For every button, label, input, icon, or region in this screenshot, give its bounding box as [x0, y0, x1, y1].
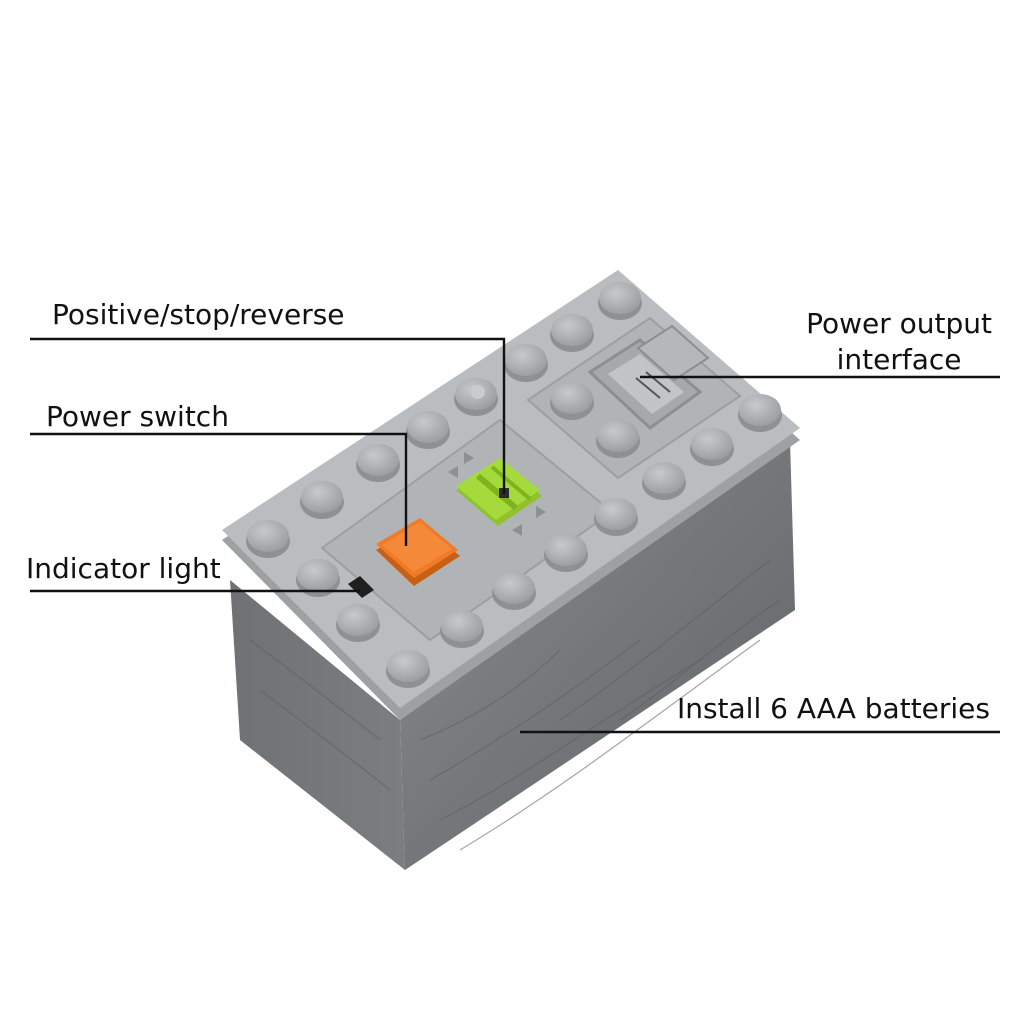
- battery-box-left-face: [230, 580, 405, 870]
- leader-power-switch: [30, 432, 408, 546]
- stud: [440, 610, 484, 648]
- stud: [550, 314, 594, 352]
- stud: [492, 572, 536, 610]
- stud: [336, 604, 380, 642]
- stud: [690, 428, 734, 466]
- install-batteries-label: Install 6 AAA batteries: [676, 692, 990, 725]
- indicator-light: [348, 576, 374, 598]
- battery-box-body: [230, 440, 795, 870]
- stud: [598, 282, 642, 320]
- power-switch-button: [376, 518, 460, 586]
- stud: [596, 420, 640, 458]
- stud: [504, 344, 548, 382]
- stud: [386, 650, 430, 688]
- stud: [738, 394, 782, 432]
- leader-lines: [30, 337, 1000, 734]
- stud: [300, 481, 344, 519]
- positive-stop-reverse-label: Positive/stop/reverse: [52, 298, 345, 331]
- power-output-label-line2: interface: [836, 343, 962, 376]
- stud: [246, 520, 290, 558]
- power-output-connector: [587, 324, 710, 430]
- power-switch-label: Power switch: [46, 400, 229, 433]
- stud: [356, 444, 400, 482]
- stud: [296, 559, 340, 597]
- stud: [594, 498, 638, 536]
- stud: [544, 534, 588, 572]
- leader-positive-stop-reverse: [30, 337, 506, 494]
- stud: [550, 382, 594, 420]
- stud: [406, 411, 450, 449]
- studs: [246, 282, 782, 688]
- small-round-tile: [471, 385, 485, 399]
- stud: [642, 462, 686, 500]
- battery-box-texture: [249, 559, 781, 851]
- double-arrow-icon: [448, 452, 546, 536]
- indicator-light-label: Indicator light: [26, 552, 221, 585]
- power-output-interface-label: Power output interface: [806, 306, 992, 378]
- battery-box-right-face: [400, 440, 795, 870]
- power-output-label-line1: Power output: [806, 307, 992, 340]
